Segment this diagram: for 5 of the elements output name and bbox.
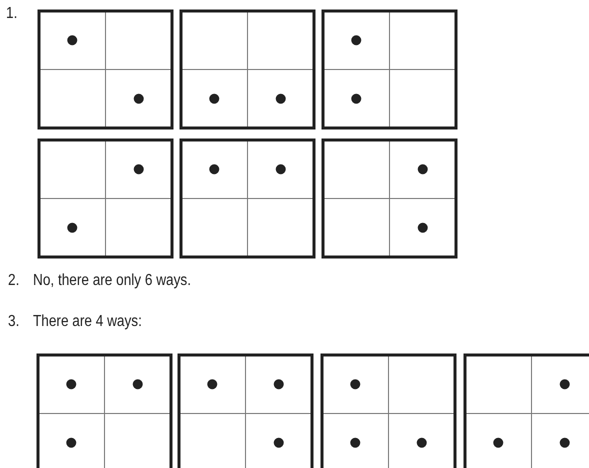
item-number: 3.	[8, 312, 20, 332]
item-number: 2.	[8, 271, 20, 291]
answer-text: No, there are only 6 ways.	[33, 271, 191, 291]
answer-text: There are 4 ways:	[33, 312, 142, 332]
item-number: 1.	[6, 4, 18, 24]
